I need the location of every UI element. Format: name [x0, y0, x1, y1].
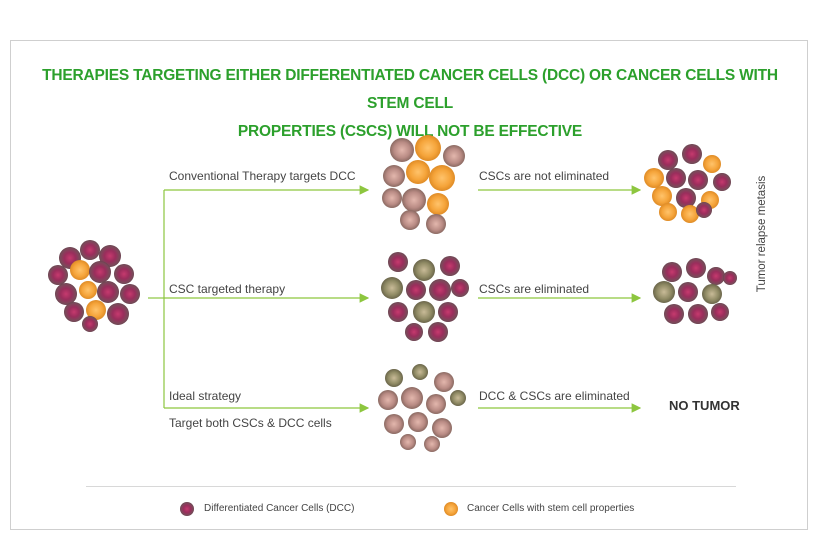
tumor-csc-eliminated [653, 258, 737, 324]
title-line-1: THERAPIES TARGETING EITHER DIFFERENTIATE… [42, 67, 778, 112]
label-csc-targeted-therapy: CSC targeted therapy [169, 282, 286, 296]
label-ideal-strategy: Ideal strategy [169, 389, 242, 403]
tumor-relapse-label: Tumor relapse metasis [756, 175, 768, 293]
tumor-relapse [644, 144, 731, 223]
label-csc-not-eliminated: CSCs are not eliminated [479, 169, 610, 183]
branch-connector [148, 190, 165, 408]
no-tumor-label: NO TUMOR [669, 398, 740, 413]
tumor-after-conventional [382, 135, 465, 234]
initial-tumor-cluster [48, 240, 140, 332]
tumor-after-ideal [378, 364, 466, 452]
legend-divider [86, 486, 736, 487]
label-csc-eliminated: CSCs are eliminated [479, 282, 590, 296]
title-line-2: PROPERTIES (CSCS) WILL NOT BE EFFECTIVE [237, 123, 583, 140]
tumor-after-csc-therapy [381, 252, 469, 342]
label-conventional-therapy: Conventional Therapy targets DCC [169, 169, 356, 183]
label-target-both: Target both CSCs & DCC cells [169, 416, 332, 430]
legend-csc-icon [444, 502, 458, 516]
label-dcc-csc-eliminated: DCC & CSCs are eliminated [479, 389, 630, 403]
diagram-title: THERAPIES TARGETING EITHER DIFFERENTIATE… [30, 62, 790, 146]
legend-dcc-label: Differentiated Cancer Cells (DCC) [204, 503, 355, 514]
legend-dcc-icon [180, 502, 194, 516]
legend-csc-label: Cancer Cells with stem cell properties [467, 503, 635, 514]
